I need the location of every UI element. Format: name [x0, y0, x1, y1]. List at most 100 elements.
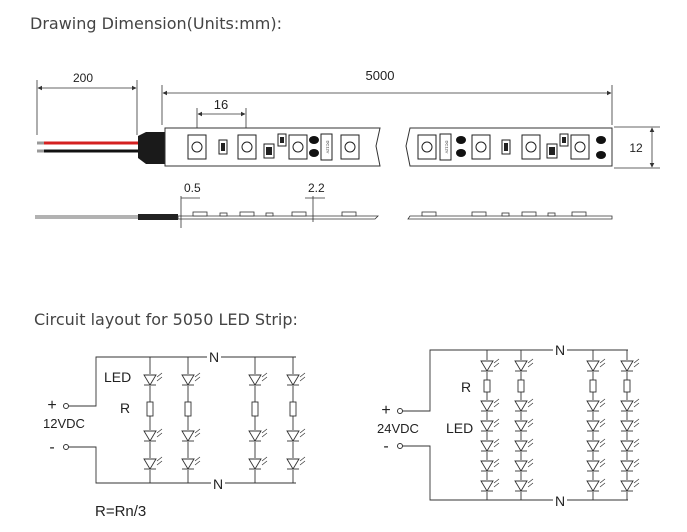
resistor-symbol: [251, 401, 259, 417]
led-symbol: [586, 358, 606, 372]
dimension-200-label: 200: [73, 71, 93, 85]
led-chip-3: [288, 134, 308, 160]
led-symbol: [143, 372, 163, 386]
circuit-12v-minus: -: [49, 439, 54, 456]
circuit-12v-voltage: 12VDC: [43, 416, 85, 431]
cut-chip-2: DC12V: [439, 133, 452, 161]
circuit-24v-node-bottom: N: [555, 493, 565, 509]
svg-text:DC12V: DC12V: [445, 141, 450, 154]
led-chip-5: [417, 134, 437, 160]
resistor-chip-1: [218, 139, 228, 155]
circuit-layout-heading: Circuit layout for 5050 LED Strip:: [34, 310, 298, 329]
led-symbol: [480, 478, 500, 492]
led-symbol: [586, 458, 606, 472]
led-symbol: [286, 372, 306, 386]
resistor-symbol: [517, 379, 525, 393]
led-symbol: [620, 398, 640, 412]
resistor-symbol: [623, 379, 631, 393]
wire-connector: [138, 132, 168, 164]
circuit-24v-plus: +: [381, 402, 390, 419]
led-symbol: [480, 418, 500, 432]
circuit-24v-resistor-label: R: [461, 379, 471, 395]
led-symbol: [586, 478, 606, 492]
power-wires: [37, 141, 146, 153]
led-symbol: [286, 428, 306, 442]
led-symbol: [586, 398, 606, 412]
led-symbol: [514, 418, 534, 432]
led-symbol: [620, 418, 640, 432]
led-chip-2: [237, 134, 257, 160]
led-symbol: [143, 456, 163, 470]
dimension-200: [36, 80, 138, 135]
circuit-24v-minus: -: [383, 438, 388, 455]
circuit-24v-voltage: 24VDC: [377, 421, 419, 436]
dimension-16-label: 16: [214, 97, 228, 112]
led-symbol: [143, 428, 163, 442]
resistor-chip-6: [559, 133, 569, 147]
led-symbol: [514, 438, 534, 452]
circuit-24v-led-label: LED: [446, 420, 473, 436]
resistor-symbol: [184, 401, 192, 417]
led-symbol: [181, 372, 201, 386]
led-symbol: [586, 438, 606, 452]
led-chip-7: [521, 134, 541, 160]
circuit-12v-led-label: LED: [104, 369, 131, 385]
resistor-symbol: [589, 379, 597, 393]
led-symbol: [248, 428, 268, 442]
circuit-12v-resistor-label: R: [120, 400, 130, 416]
circuit-12v-components: [143, 372, 306, 470]
circuit-12v-node-bottom: N: [213, 476, 223, 492]
resistor-symbol: [289, 401, 297, 417]
solder-pads-2: [456, 136, 466, 157]
resistor-chip-3: [277, 133, 287, 147]
circuit-12v-node-top: N: [209, 349, 219, 365]
led-symbol: [480, 358, 500, 372]
dimension-12-label: 12: [629, 141, 643, 155]
led-symbol: [620, 458, 640, 472]
resistor-chip-4: [501, 139, 511, 155]
led-symbol: [181, 428, 201, 442]
led-symbol: [248, 372, 268, 386]
led-symbol: [620, 358, 640, 372]
solder-pads-1: [309, 136, 319, 157]
resistor-chip-2: [263, 143, 275, 159]
led-chip-6: [471, 134, 491, 160]
led-symbol: [181, 456, 201, 470]
circuit-24v-terminals: [397, 408, 403, 449]
circuit-12v-plus: +: [47, 397, 56, 414]
resistor-symbol: [146, 401, 154, 417]
resistor-chip-5: [546, 143, 558, 159]
led-symbol: [480, 458, 500, 472]
led-chip-4: [340, 134, 360, 160]
led-symbol: [620, 438, 640, 452]
dimension-5000: [161, 85, 613, 125]
circuit-12v-terminals: [63, 403, 69, 450]
dimension-2-2: [305, 196, 325, 222]
cut-chip-1: DC12V: [320, 133, 333, 161]
circuit-24v-wiring: [402, 349, 628, 501]
dimension-2-2-label: 2.2: [308, 181, 325, 195]
resistor-formula: R=Rn/3: [95, 503, 146, 520]
led-chip-1: [187, 134, 207, 160]
led-symbol: [248, 456, 268, 470]
led-symbol: [620, 478, 640, 492]
dimension-5000-label: 5000: [366, 68, 395, 83]
led-symbol: [586, 418, 606, 432]
led-symbol: [514, 458, 534, 472]
side-view-right: [407, 211, 613, 220]
circuit-24v-node-top: N: [555, 342, 565, 358]
resistor-symbol: [483, 379, 491, 393]
solder-pads-3: [596, 136, 606, 159]
led-chip-8: [570, 134, 590, 160]
led-symbol: [480, 398, 500, 412]
svg-text:DC12V: DC12V: [326, 141, 331, 154]
dimension-0-5-label: 0.5: [184, 181, 201, 195]
drawing-dimension-heading: Drawing Dimension(Units:mm):: [30, 14, 283, 33]
dimension-12: [614, 126, 660, 169]
led-symbol: [514, 358, 534, 372]
led-symbol: [514, 478, 534, 492]
led-symbol: [480, 438, 500, 452]
circuit-24v-components: [480, 358, 640, 492]
led-symbol: [514, 398, 534, 412]
